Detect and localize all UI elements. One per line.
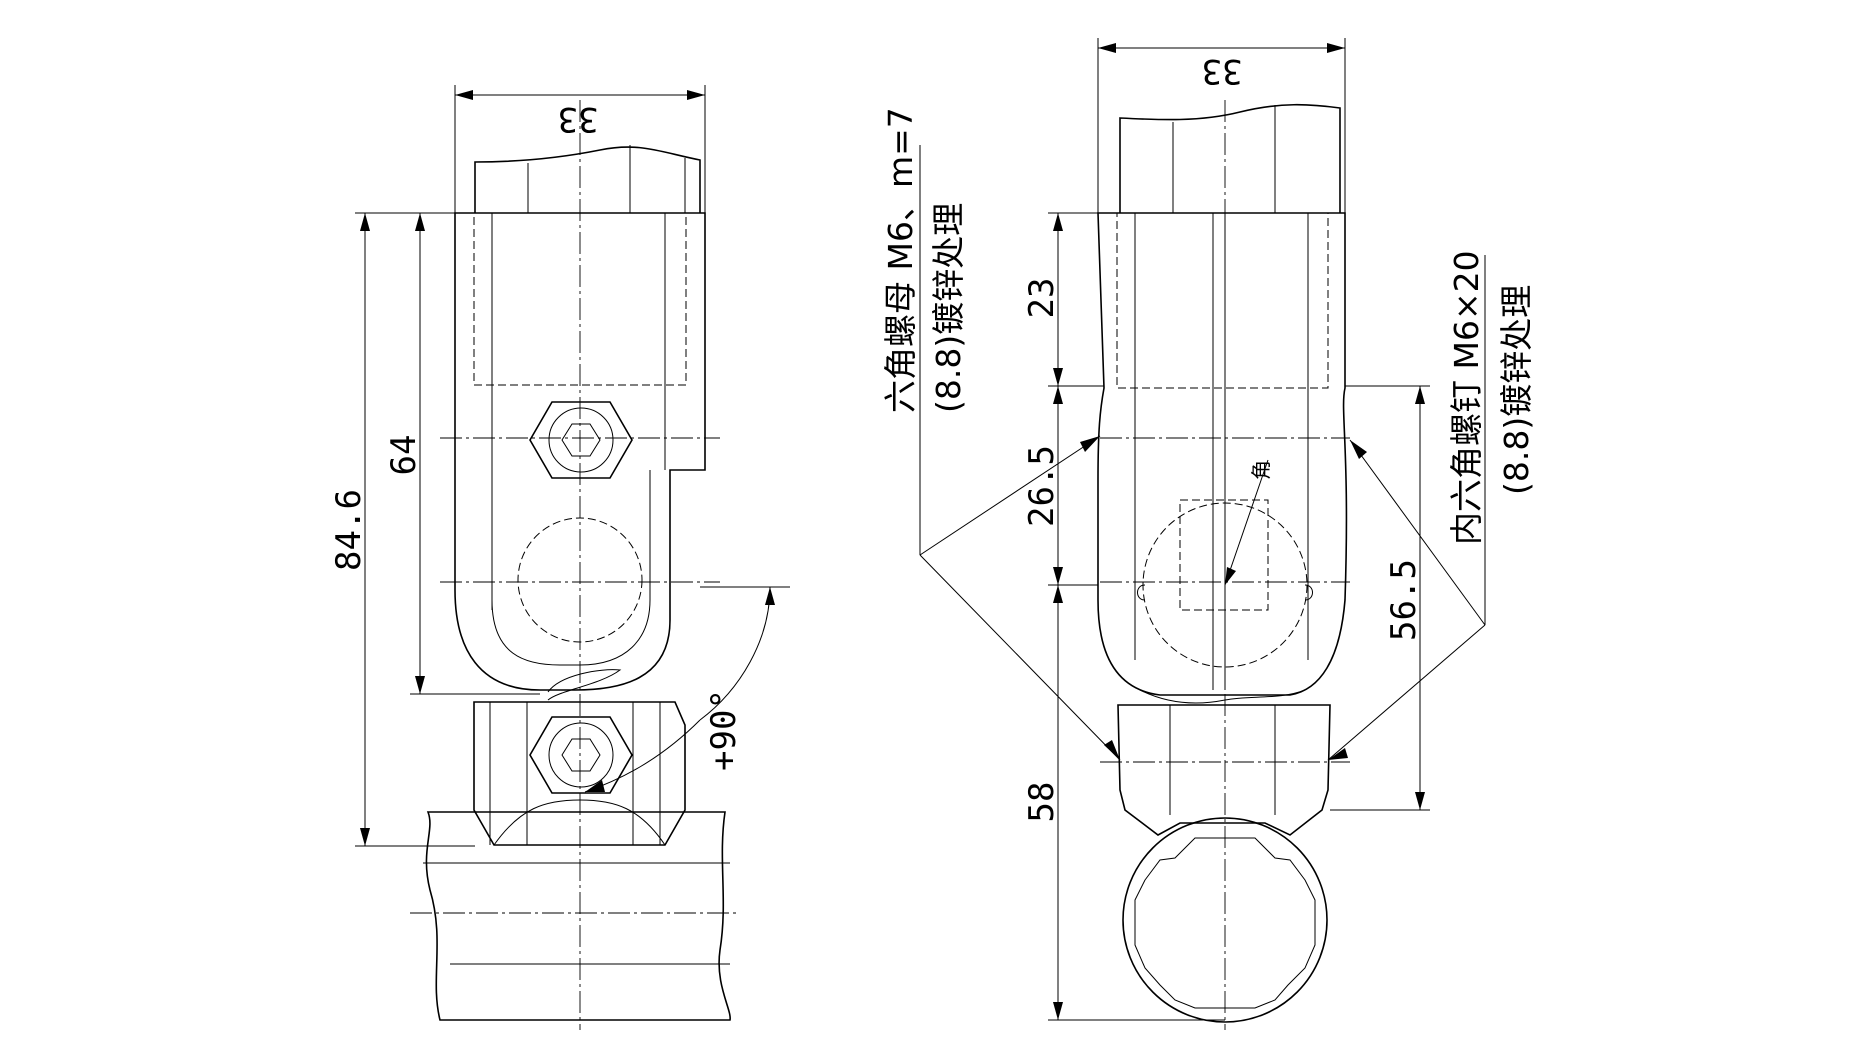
left-dim-angle: +90° [704, 689, 744, 771]
left-lower-nut [529, 716, 633, 794]
bolt-label-line2: (8.8)镀锌处理 [1497, 285, 1536, 495]
left-dim-width: 33 [558, 99, 599, 139]
right-dim-23: 23 [1022, 278, 1062, 319]
right-dim-width: 33 [1202, 51, 1243, 91]
right-dim-56-5: 56.5 [1384, 559, 1424, 641]
nut-label-line1: 六角螺母 M6、m=7 [881, 107, 920, 413]
right-angle-note: 角 [1249, 460, 1273, 480]
right-dim-58: 58 [1022, 782, 1062, 823]
right-lower-clamp [1117, 704, 1331, 836]
left-dim-height-upper: 64 [384, 435, 424, 476]
right-dim-26-5: 26.5 [1022, 445, 1062, 527]
left-bottom-pipe [425, 811, 731, 1021]
bolt-label-line1: 内六角螺钉 M6×20 [1447, 250, 1486, 545]
left-top-tube [474, 146, 701, 213]
left-dim-height-total: 84.6 [329, 489, 369, 571]
left-view: 33 84.6 64 +90° [329, 85, 790, 1030]
left-upper-body [454, 212, 706, 691]
right-upper-body [1097, 212, 1348, 696]
nut-label-line2: (8.8)镀锌处理 [929, 203, 968, 413]
right-bottom-pipe [1122, 817, 1328, 1023]
left-lower-clamp [473, 701, 686, 846]
left-upper-nut [529, 401, 633, 479]
right-top-tube [1119, 103, 1341, 213]
right-view: 33 23 26.5 58 56.5 [881, 38, 1536, 1030]
